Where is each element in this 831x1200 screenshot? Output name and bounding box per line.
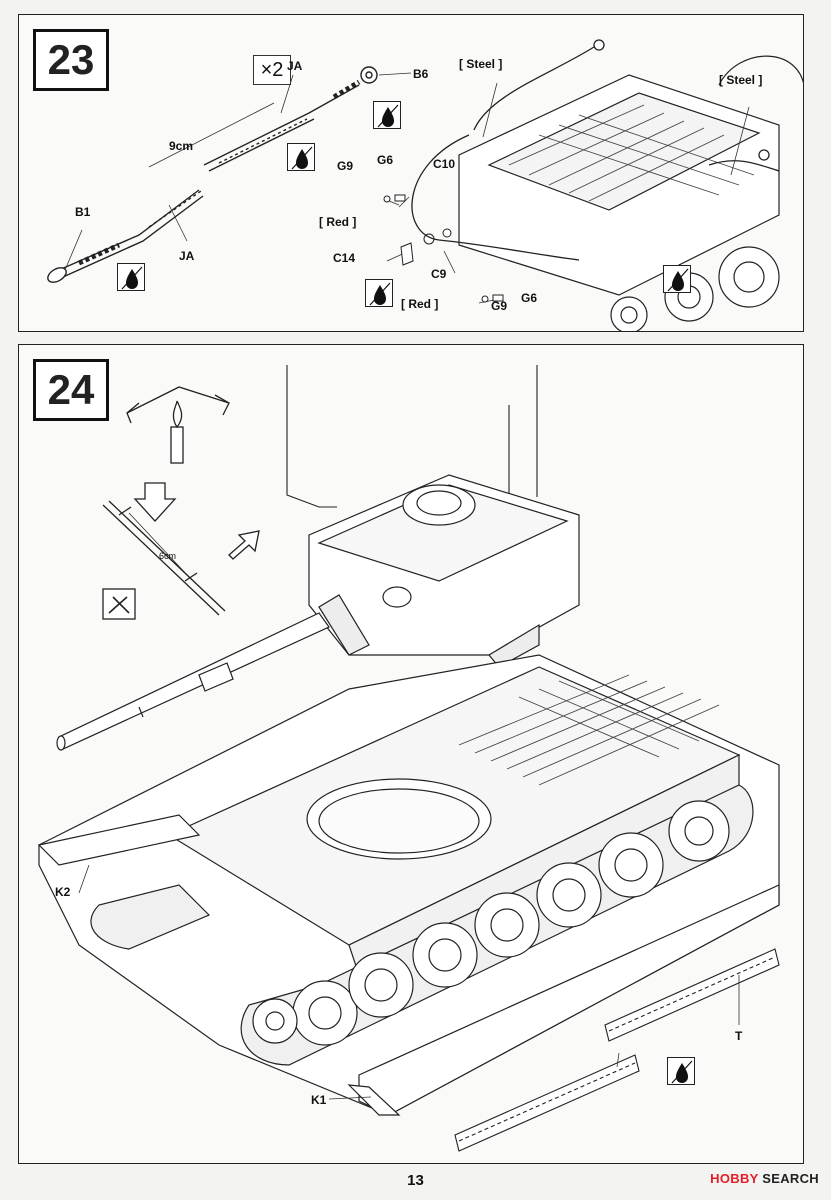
page-number: 13 bbox=[407, 1172, 424, 1189]
step-number-badge: 24 bbox=[33, 359, 109, 421]
part-label-ja: JA bbox=[287, 59, 303, 73]
part-label-g9: G9 bbox=[337, 159, 354, 173]
track-links bbox=[454, 948, 780, 1152]
side-skirt-k2 bbox=[37, 814, 201, 866]
part-label-k2: K2 bbox=[55, 885, 71, 899]
step-24-illustration bbox=[37, 365, 780, 1152]
part-label-k1: K1 bbox=[311, 1093, 327, 1107]
sprue-stretch-inset bbox=[102, 386, 260, 620]
quantity-badge: ×2 bbox=[253, 55, 291, 85]
glue-icon bbox=[287, 143, 315, 171]
upper-tow-cable bbox=[203, 66, 378, 172]
part-label-b6: B6 bbox=[413, 67, 429, 81]
part-label-b1: B1 bbox=[75, 205, 91, 219]
part-label-g9: G9 bbox=[491, 299, 508, 313]
sprue-length-label: 6cm bbox=[159, 551, 177, 561]
side-skirt-k1 bbox=[347, 884, 780, 1116]
part-label-g6: G6 bbox=[377, 153, 394, 167]
step-24-panel: 24 bbox=[18, 344, 804, 1164]
color-label-red: [ Red ] bbox=[401, 297, 439, 311]
glue-icon bbox=[663, 265, 691, 293]
length-label: 9cm bbox=[169, 139, 194, 153]
hull-deck-drawing bbox=[458, 55, 803, 331]
watermark-logo: HOBBY SEARCH bbox=[710, 1171, 819, 1186]
watermark-brand: HOBBY bbox=[710, 1171, 759, 1186]
part-label-g6: G6 bbox=[521, 291, 538, 305]
lower-tow-cable bbox=[47, 189, 204, 283]
glue-icon bbox=[365, 279, 393, 307]
road-wheels bbox=[252, 800, 730, 1046]
cable-lines bbox=[411, 39, 780, 261]
glue-icon bbox=[667, 1057, 695, 1085]
step-23-illustration bbox=[47, 39, 803, 331]
part-label-t: T bbox=[735, 1029, 743, 1043]
leader-lines bbox=[78, 864, 740, 1100]
part-label-c9: C9 bbox=[431, 267, 447, 281]
watermark-word: SEARCH bbox=[762, 1171, 819, 1186]
glue-icon bbox=[117, 263, 145, 291]
step-23-panel: 23 ×2 bbox=[18, 14, 804, 332]
glue-icon bbox=[373, 101, 401, 129]
color-label-red: [ Red ] bbox=[319, 215, 357, 229]
hull-drawing bbox=[38, 654, 780, 1116]
part-label-c14: C14 bbox=[333, 251, 356, 265]
material-label-steel: [ Steel ] bbox=[719, 73, 763, 87]
turret-drawing bbox=[56, 474, 580, 751]
dimension-line bbox=[148, 102, 275, 168]
part-label-ja: JA bbox=[179, 249, 195, 263]
part-label-c10: C10 bbox=[433, 157, 456, 171]
step-number-badge: 23 bbox=[33, 29, 109, 91]
material-label-steel: [ Steel ] bbox=[459, 57, 503, 71]
